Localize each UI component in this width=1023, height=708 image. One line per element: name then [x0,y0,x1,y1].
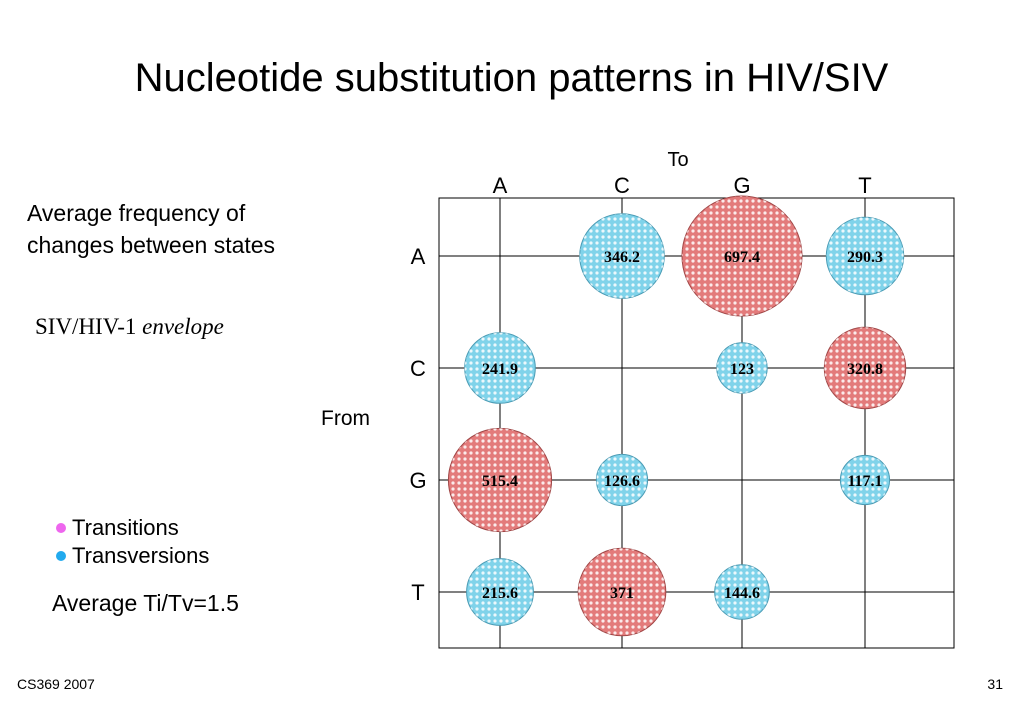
label-A-to-C: 346.2 [604,249,640,266]
legend-label-transitions: Transitions [72,515,179,540]
chart-description: Average frequency of changes between sta… [27,197,275,261]
label-C-to-A: 241.9 [482,361,518,378]
legend: Transitions Transversions [56,514,209,570]
to-axis-label: To [667,149,688,171]
x-tick-G: G [733,173,750,198]
label-G-to-A: 515.4 [482,473,518,490]
bubble-A-to-G-texture [682,196,802,316]
x-tick-T: T [858,173,871,198]
titv-ratio: Average Ti/Tv=1.5 [52,590,239,616]
bubble-T-to-C-texture [578,548,666,636]
legend-dot-transversions-icon [56,551,66,561]
dataset-gene: envelope [142,314,224,339]
bubble-C-to-T-texture [824,327,906,409]
label-C-to-G: 123 [730,361,754,378]
label-A-to-T: 290.3 [847,249,883,266]
y-tick-C: C [410,356,426,381]
dataset-label: SIV/HIV-1 envelope [35,314,224,340]
bubble-G-to-C-texture [596,454,648,506]
bubble-A-to-C-texture [579,213,665,299]
bubble-T-to-G-texture [714,564,770,620]
bubble-G-to-T-texture [840,455,890,505]
legend-label-transversions: Transversions [72,543,210,568]
slide-title: Nucleotide substitution patterns in HIV/… [134,56,889,100]
label-T-to-A: 215.6 [482,585,518,602]
label-G-to-T: 117.1 [847,473,882,490]
label-C-to-T: 320.8 [847,361,883,378]
label-A-to-G: 697.4 [724,249,760,266]
bubble-C-to-G-texture [716,342,768,394]
bubble-A-to-T-texture [826,217,904,295]
bubble-G-to-A-texture [448,428,552,532]
label-T-to-G: 144.6 [724,585,760,602]
y-tick-T: T [411,580,424,605]
bubble-C-to-A-texture [464,332,536,404]
description-line-2: changes between states [27,232,276,258]
description-line-1: Average frequency of [27,200,246,226]
grid-frame [438,197,955,649]
y-tick-G: G [409,468,426,493]
footer-page-number: 31 [987,676,1003,692]
footer-course: CS369 2007 [17,676,95,692]
label-T-to-C: 371 [610,585,634,602]
x-tick-C: C [614,173,630,198]
bubble-T-to-A-texture [466,558,534,626]
label-G-to-C: 126.6 [604,473,640,490]
legend-item-transitions: Transitions [56,514,209,542]
legend-item-transversions: Transversions [56,542,209,570]
legend-dot-transitions-icon [56,523,66,533]
from-axis-label: From [321,407,370,430]
y-tick-A: A [411,244,426,269]
dataset-prefix: SIV/HIV-1 [35,314,137,339]
x-tick-A: A [493,173,508,198]
